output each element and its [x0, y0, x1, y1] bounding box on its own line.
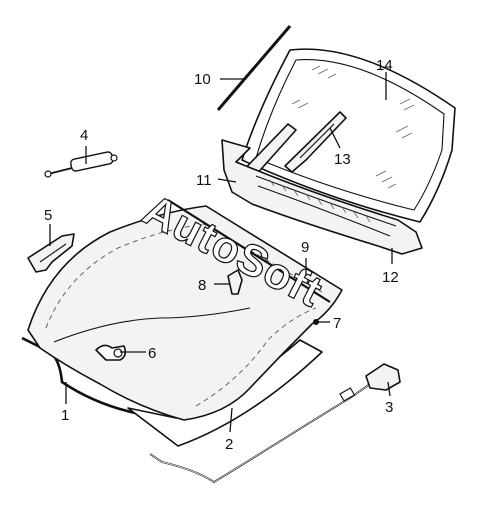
callout-labels: 1 2 3 4 5 6 7 8 9 10 11 12 13 14	[44, 57, 399, 453]
callout-11: 11	[196, 172, 212, 189]
callout-2: 2	[225, 436, 233, 453]
part-14-windshield	[241, 48, 456, 223]
part-12-cowl-panel	[221, 139, 423, 255]
callout-6: 6	[148, 345, 156, 362]
part-6-latch	[95, 344, 127, 361]
callout-13: 13	[334, 151, 351, 168]
callout-7: 7	[333, 315, 341, 332]
part-3-release-cable	[149, 363, 401, 484]
callout-1: 1	[61, 407, 69, 424]
callout-12: 12	[382, 269, 399, 286]
callout-14: 14	[376, 57, 393, 74]
part-10-weatherstrip	[216, 25, 292, 111]
callout-10: 10	[194, 71, 211, 88]
leader-lines	[49, 72, 393, 433]
callout-3: 3	[385, 399, 393, 416]
part-9-hood-strip	[167, 199, 331, 303]
part-13-trim	[284, 111, 347, 173]
part-4-gas-strut	[44, 151, 118, 178]
part-5-hinge	[27, 233, 75, 273]
callout-5: 5	[44, 207, 52, 224]
part-7-bumper	[313, 319, 319, 325]
callout-9: 9	[301, 239, 309, 256]
callout-8: 8	[198, 277, 206, 294]
part-8-clip	[227, 269, 243, 295]
callout-4: 4	[80, 127, 88, 144]
